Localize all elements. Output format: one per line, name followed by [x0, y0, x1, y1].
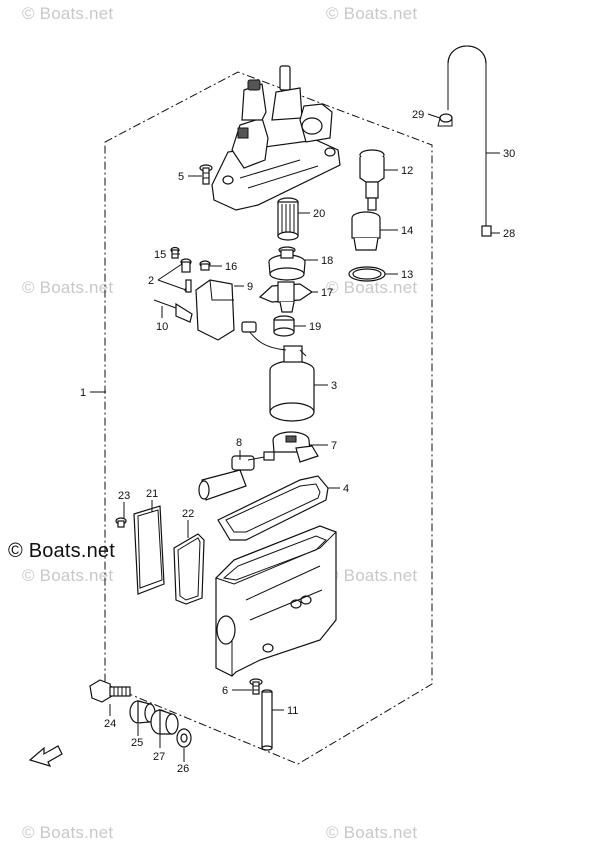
callout-25: 25: [131, 737, 143, 749]
callout-18: 18: [321, 255, 333, 267]
callout-3: 3: [331, 380, 337, 392]
part-17-diaphragm: [258, 281, 314, 313]
part-23-screw: [115, 517, 127, 528]
callout-16: 16: [225, 261, 237, 273]
watermark: © Boats.net: [22, 278, 114, 297]
callout-13: 13: [401, 269, 413, 281]
callout-28: 28: [503, 228, 515, 240]
part-29-clip: [437, 113, 453, 127]
watermark-primary: © Boats.net: [8, 540, 115, 562]
callout-27: 27: [153, 751, 165, 763]
part-30-hose: [447, 45, 487, 226]
part-9-cover: [195, 279, 235, 341]
part-top-cover: [211, 65, 341, 211]
leader-lines: [90, 113, 500, 762]
part-5-screw: [199, 164, 213, 185]
callout-23: 23: [118, 490, 130, 502]
part-4-gasket: [217, 475, 329, 541]
part-27-grommet: [150, 709, 179, 735]
watermark: © Boats.net: [326, 4, 418, 23]
callout-5: 5: [178, 171, 184, 183]
callout-22: 22: [182, 508, 194, 520]
watermark: © Boats.net: [22, 4, 114, 23]
part-20-filter: [277, 197, 299, 241]
callout-11: 11: [287, 705, 298, 717]
callout-6: 6: [222, 685, 228, 697]
callout-10: 10: [156, 321, 168, 333]
callout-labels: 1 2 3 4 5 6 7 8 9 10 11 12 13 14 15 16 1…: [80, 109, 515, 775]
callout-14: 14: [401, 225, 413, 237]
callout-19: 19: [309, 321, 321, 333]
part-16-screw: [199, 260, 211, 271]
part-float-chamber: [215, 525, 337, 677]
assembly-boundary: [104, 71, 433, 765]
callout-9: 9: [247, 281, 253, 293]
part-19-grommet: [273, 315, 295, 337]
part-10-pin: [153, 299, 193, 323]
callout-12: 12: [401, 165, 413, 177]
part-11-tube: [261, 689, 273, 751]
part-8-float: [198, 451, 275, 501]
callout-17: 17: [321, 287, 333, 299]
callout-15: 15: [154, 249, 166, 261]
part-21-plate: [133, 505, 165, 595]
part-3-fuel-pump: [241, 321, 315, 422]
callout-30: 30: [503, 148, 515, 160]
part-18-regulator: [268, 246, 306, 281]
watermark: © Boats.net: [326, 278, 418, 297]
callout-21: 21: [146, 488, 158, 500]
watermark: © Boats.net: [326, 823, 418, 842]
part-14-fitting: [351, 211, 381, 251]
part-22-gasket: [173, 533, 205, 605]
callout-8: 8: [236, 437, 242, 449]
callout-26: 26: [177, 763, 189, 775]
watermark: © Boats.net: [22, 566, 114, 585]
part-7-holder: [272, 431, 319, 463]
watermark: © Boats.net: [22, 823, 114, 842]
part-6-screw: [249, 678, 263, 695]
part-28-fitting: [481, 225, 492, 237]
callout-29: 29: [412, 109, 424, 121]
callout-2: 2: [148, 275, 154, 287]
part-26-washer: [176, 728, 192, 748]
forward-arrow: FWD: [28, 745, 63, 767]
part-13-o-ring: [348, 266, 386, 282]
part-12-valve: [359, 149, 385, 211]
part-24-bolt: [89, 679, 131, 703]
part-15-screw: [170, 246, 180, 259]
callout-20: 20: [313, 208, 325, 220]
callout-7: 7: [331, 440, 337, 452]
callout-4: 4: [343, 483, 349, 495]
callout-24: 24: [104, 718, 116, 730]
part-2-fitting: [180, 258, 192, 293]
callout-1: 1: [80, 387, 86, 399]
watermark: © Boats.net: [326, 566, 418, 585]
